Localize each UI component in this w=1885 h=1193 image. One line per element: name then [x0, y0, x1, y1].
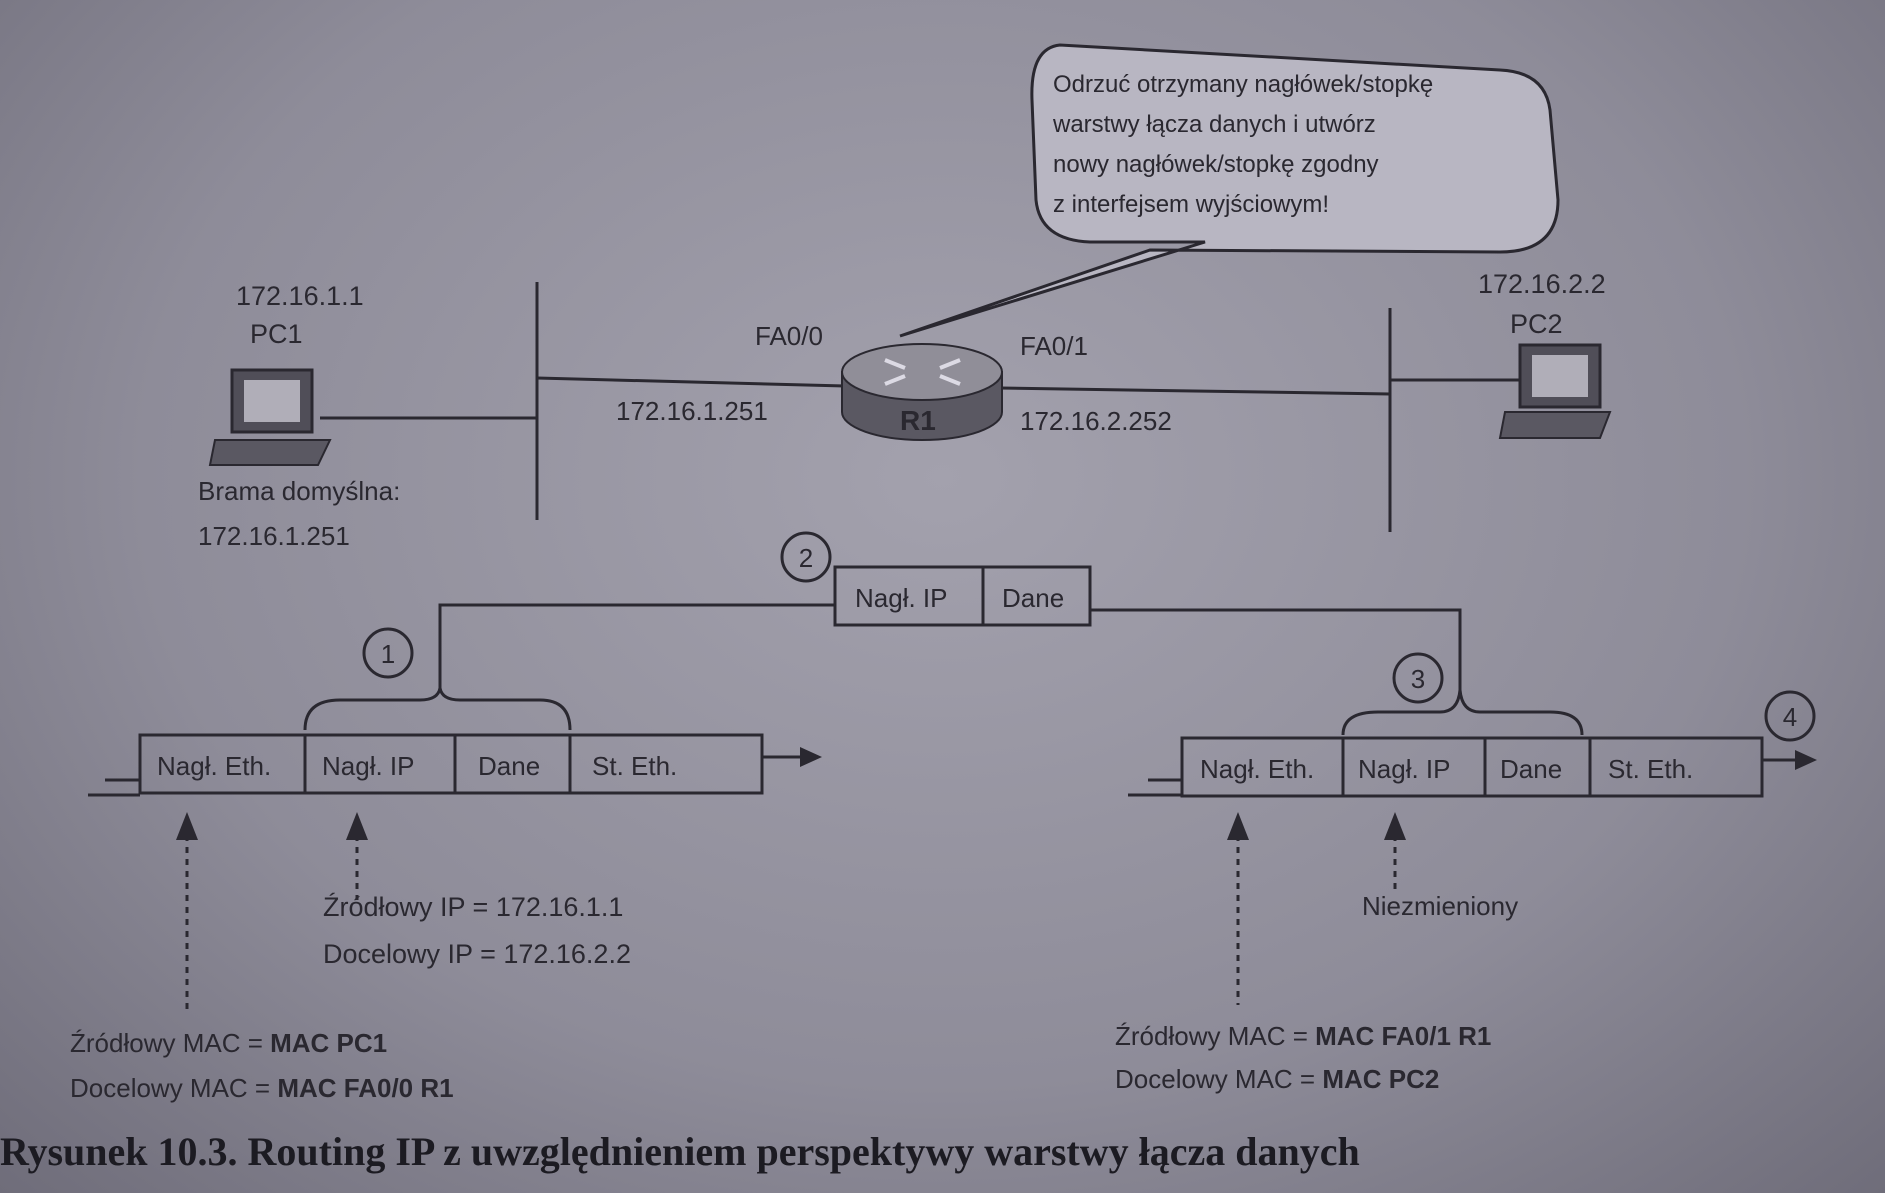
pc1-ip: 172.16.1.1 [236, 281, 364, 311]
svg-text:4: 4 [1783, 702, 1797, 732]
right-src-mac: Źródłowy MAC = MAC FA0/1 R1 [1115, 1021, 1491, 1051]
pointer-arrowheads [176, 812, 1406, 840]
pc2-computer-icon [1498, 343, 1612, 439]
right-dst-mac: Docelowy MAC = MAC PC2 [1115, 1064, 1439, 1094]
router-if1-name: FA0/1 [1020, 331, 1088, 361]
right-ethernet-frame: Nagł. Eth. Nagł. IP Dane St. Eth. [1128, 736, 1817, 798]
step-1-marker: 1 [362, 627, 414, 679]
right-frame-ip-header: Nagł. IP [1358, 754, 1451, 784]
router-if0-name: FA0/0 [755, 321, 823, 351]
left-frame-eth-trailer: St. Eth. [592, 751, 677, 781]
left-dst-ip: Docelowy IP = 172.16.2.2 [323, 939, 631, 969]
pc1-gateway-ip: 172.16.1.251 [198, 521, 350, 551]
pc2-name: PC2 [1510, 309, 1563, 339]
right-frame-data: Dane [1500, 754, 1562, 784]
callout-line-2: warstwy łącza danych i utwórz [1052, 111, 1376, 138]
r1-fa00-link [536, 376, 846, 388]
left-ethernet-frame: Nagł. Eth. Nagł. IP Dane St. Eth. [88, 733, 822, 797]
callout-line-1: Odrzuć otrzymany nagłówek/stopkę [1053, 71, 1433, 98]
step-2-marker: 2 [780, 531, 832, 583]
svg-text:3: 3 [1411, 664, 1425, 694]
router-name: R1 [900, 405, 936, 436]
router-icon [841, 343, 1003, 441]
callout-line-4: z interfejsem wyjściowym! [1053, 191, 1329, 218]
router-if1-ip: 172.16.2.252 [1020, 406, 1172, 436]
router-if0-ip: 172.16.1.251 [616, 396, 768, 426]
left-dst-mac: Docelowy MAC = MAC FA0/0 R1 [70, 1073, 454, 1103]
left-frame-data: Dane [478, 751, 540, 781]
right-frame-eth-header: Nagł. Eth. [1200, 754, 1314, 784]
pc2-ip: 172.16.2.2 [1478, 269, 1606, 299]
right-frame-eth-trailer: St. Eth. [1608, 754, 1693, 784]
pc1-computer-icon [208, 368, 332, 466]
r1-fa01-link [999, 386, 1391, 396]
pc1-gateway-label: Brama domyślna: [198, 476, 400, 506]
svg-text:2: 2 [799, 543, 813, 573]
svg-text:1: 1 [381, 639, 395, 669]
left-src-mac: Źródłowy MAC = MAC PC1 [70, 1028, 387, 1058]
packet-connectors [438, 603, 1462, 690]
left-frame-ip-header: Nagł. IP [322, 751, 415, 781]
figure-caption: Rysunek 10.3. Routing IP z uwzględnienie… [0, 1129, 1360, 1174]
pc1-name: PC1 [250, 319, 303, 349]
right-unchanged: Niezmieniony [1362, 891, 1518, 921]
callout-bubble: Odrzuć otrzymany nagłówek/stopkę warstwy… [899, 43, 1560, 338]
network-links [320, 282, 1520, 532]
right-brace [1341, 689, 1584, 736]
pointer-arrows [185, 835, 1397, 1010]
callout-line-3: nowy nagłówek/stopkę zgodny [1053, 151, 1379, 178]
packet-ip-header: Nagł. IP [855, 583, 948, 613]
packet-data: Dane [1002, 583, 1064, 613]
step-4-marker: 4 [1764, 690, 1816, 742]
left-src-ip: Źródłowy IP = 172.16.1.1 [323, 892, 623, 922]
left-frame-eth-header: Nagł. Eth. [157, 751, 271, 781]
left-brace [303, 687, 572, 731]
ip-packet: Nagł. IP Dane [833, 565, 1092, 627]
step-3-marker: 3 [1392, 652, 1444, 704]
